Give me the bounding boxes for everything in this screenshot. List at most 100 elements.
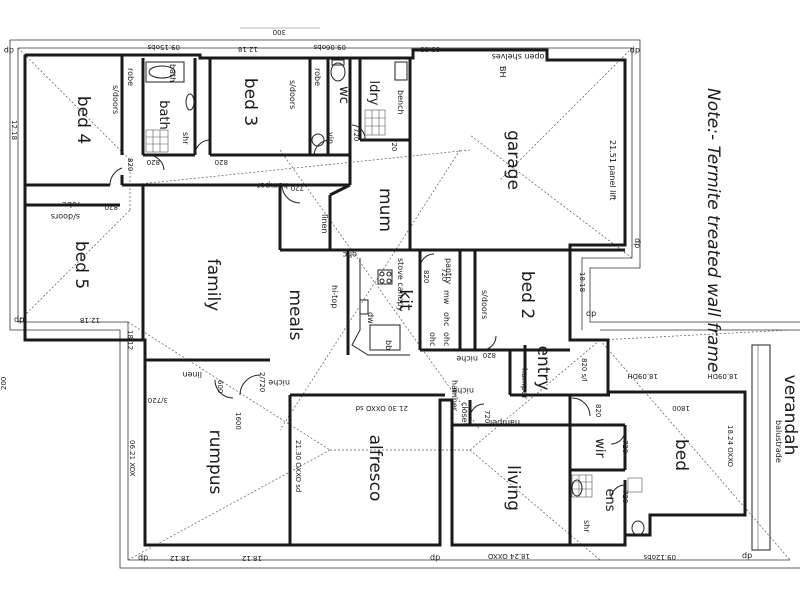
label-hamper3: hamper	[488, 418, 520, 427]
dim-820e: 820	[594, 404, 602, 417]
label-dp8: dp	[742, 551, 752, 560]
dim-2720: 2/720	[258, 372, 266, 392]
room-kit: kit	[395, 289, 415, 311]
dim-720c: 720	[483, 410, 491, 423]
label-niche2: niche	[452, 386, 474, 395]
label-vin: vin	[326, 132, 335, 144]
room-wir: wir	[592, 438, 607, 458]
dim-top4: 09.09	[420, 45, 440, 53]
note-termite: Note:- Termite treated wall frame	[703, 88, 723, 372]
label-dp7: dp	[430, 553, 440, 562]
label-dw: dw	[366, 312, 375, 324]
label-ohc1: ohc	[343, 250, 357, 259]
dim-820sl: 820 s/l	[580, 358, 588, 382]
dim-720d: 720	[621, 440, 629, 453]
label-niche1: niche	[456, 354, 478, 363]
label-dp5: dp	[586, 309, 596, 318]
dim-left1: 12.18	[10, 120, 18, 140]
dim-left3: 18.12	[126, 330, 134, 350]
label-balustrade: balustrade	[774, 420, 783, 463]
label-hamper2: hamper	[450, 380, 459, 412]
label-robe-bed4: robe	[126, 68, 135, 86]
label-linen-hall: linen	[320, 214, 329, 234]
label-mw: mw	[442, 290, 451, 305]
dim-bed1-side: 18.24 OXXO	[726, 425, 734, 467]
room-labels: bed 4 bath bed 3 wc ldry garage mum bed …	[71, 78, 800, 512]
dimension-labels: 09.15obs 12.18 09.06obs 09.09 300 12.18 …	[0, 28, 738, 562]
eave-inner	[18, 47, 633, 330]
label-robe-bed3: robe	[313, 68, 322, 86]
label-dp6: dp	[138, 553, 148, 562]
label-bath-tub: bath	[168, 64, 177, 82]
eave-outline-left	[9, 40, 800, 569]
label-hamper-hall: hamper	[256, 181, 288, 190]
dim-bot2: 18.12	[242, 554, 262, 562]
room-alfresco: alfresco	[365, 435, 385, 502]
label-ohc4: ohc	[442, 332, 451, 346]
room-ens: ens	[602, 488, 617, 511]
dim-820b: 820	[215, 158, 228, 166]
dim-dh2: 18.09DH	[707, 372, 738, 380]
label-ohc3: ohc	[428, 332, 437, 346]
label-dp3: dp	[633, 238, 642, 248]
dim-820d: 820	[483, 351, 496, 359]
dim-dh1: 18.09DH	[627, 372, 658, 380]
label-dp2: dp	[630, 46, 640, 55]
label-niche3: niche	[268, 378, 290, 387]
dim-820a: 820	[126, 158, 134, 171]
label-stove-canopy: stove canopy	[396, 258, 405, 312]
room-meals: meals	[285, 289, 305, 340]
room-mum: mum	[375, 188, 395, 232]
room-bath: bath	[156, 100, 171, 130]
dim-top1: 09.15obs	[147, 43, 180, 51]
label-robe-bed5: robe	[62, 200, 80, 209]
room-verandah: verandah	[780, 375, 800, 456]
dim-alf-sd: 21.30 OXXO sd	[356, 404, 408, 412]
dim-720e: 720	[621, 490, 629, 503]
room-wc: wc	[336, 86, 351, 104]
room-entry: entry	[533, 346, 553, 391]
eave-outline	[10, 39, 800, 323]
label-ohc2: ohc	[442, 312, 451, 326]
label-linen-rumpus: linen	[182, 370, 202, 379]
room-bed3: bed 3	[240, 78, 260, 126]
dim-left4: 06.21 XOX	[128, 440, 136, 477]
dim-1600: 1600	[234, 412, 242, 430]
label-sdoors-bed3: s/doors	[288, 80, 297, 109]
label-hamper-entry: hamper	[520, 368, 529, 400]
room-bed5: bed 5	[71, 241, 91, 289]
dim-bot3: 09.12obs	[643, 553, 676, 561]
room-garage: garage	[503, 130, 523, 190]
label-sdoors-bed4: s/doors	[111, 85, 120, 114]
label-bb: bb	[384, 340, 393, 350]
room-bed2: bed 2	[517, 271, 537, 319]
label-shr-ens: shr	[582, 520, 591, 533]
label-hi-top: hi-top	[330, 285, 339, 308]
dim-720g: 720	[440, 268, 448, 281]
dim-720b: 720	[352, 128, 360, 141]
dim-top3: 09.06obs	[313, 43, 346, 51]
label-dp1: dp	[4, 46, 14, 55]
room-living: living	[503, 465, 523, 511]
fixtures	[145, 59, 645, 536]
internal-walls	[25, 55, 627, 545]
label-panel-lift: 21.51 panel lift	[608, 140, 617, 200]
dim-alf-sd2: 21.30 OXXO sd	[294, 440, 302, 492]
label-dp4: dp	[14, 315, 24, 324]
label-closet: closet	[460, 402, 469, 426]
room-bed1: bed	[671, 439, 691, 471]
dim-820c: 820	[105, 203, 118, 211]
dim-600: 600	[216, 380, 224, 393]
dim-720a: 720	[291, 184, 304, 192]
dim-bot1: 18.12	[170, 554, 190, 562]
door-swings	[109, 124, 626, 500]
dim-bed2-side: 18.18	[578, 272, 586, 292]
label-sdoors-bed2: s/doors	[480, 290, 489, 319]
dim-820g: 820	[147, 158, 160, 166]
room-family: family	[203, 259, 223, 311]
label-bh: BH	[498, 66, 507, 78]
dim-left-200: 200	[0, 377, 8, 390]
label-shr-bath: shr	[181, 132, 190, 145]
verandah-balustrade	[751, 344, 771, 551]
